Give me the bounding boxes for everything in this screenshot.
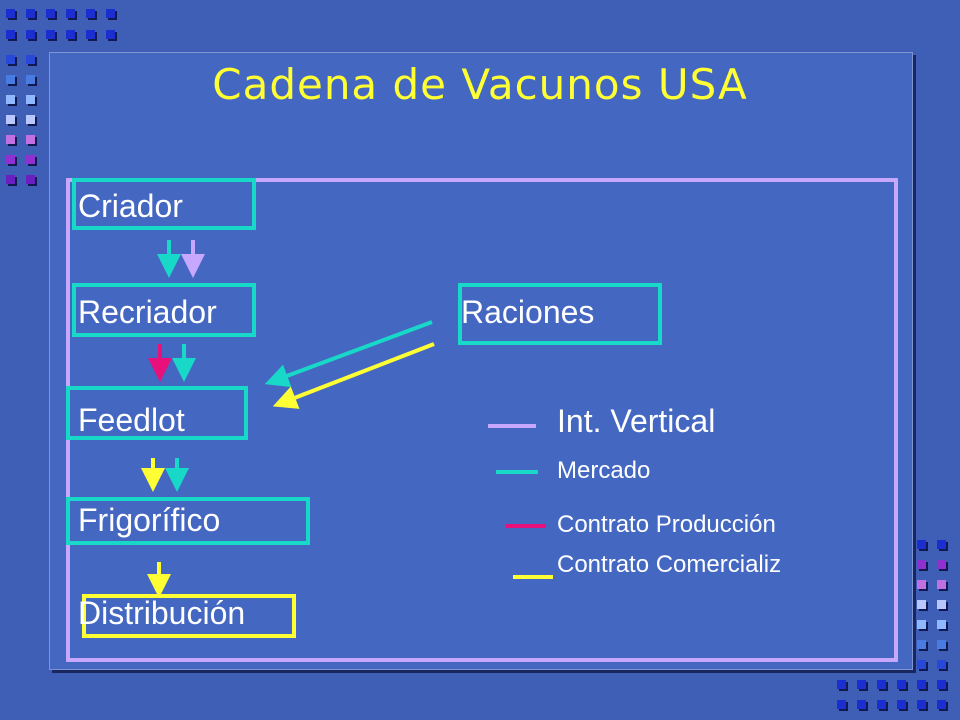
- arrow-raciones-feedlot-contrato-comercializacion: [272, 342, 435, 409]
- legend-swatch-int-vertical: [488, 424, 536, 428]
- node-distribucion-box: [82, 594, 296, 638]
- node-raciones-box: [458, 283, 662, 345]
- legend-swatch-mercado: [496, 470, 538, 474]
- node-feedlot-box: [66, 386, 248, 440]
- legend-contrato-comercializacion: Contrato Comercializ: [557, 551, 782, 578]
- legend-swatch-contrato-comercializacion: [513, 575, 553, 579]
- node-feedlot-label: Feedlot: [78, 402, 185, 438]
- legend-swatch-contrato-produccion: [506, 524, 546, 528]
- legend-mercado: Mercado: [557, 457, 651, 484]
- node-frigorifico-box: [66, 497, 310, 545]
- node-raciones-label: Raciones: [461, 294, 595, 330]
- node-recriador-label: Recriador: [78, 294, 217, 330]
- node-recriador-box: [72, 283, 256, 337]
- node-criador-box: [72, 178, 256, 230]
- node-distribucion-label: Distribución: [78, 595, 246, 631]
- legend-int-vertical: Int. Vertical: [557, 403, 716, 439]
- arrow-raciones-feedlot-mercado: [264, 320, 433, 388]
- slide-title: Cadena de Vacunos USA: [212, 60, 748, 109]
- node-criador-label: Criador: [78, 188, 183, 224]
- node-frigorifico-label: Frigorífico: [78, 502, 221, 538]
- legend-contrato-produccion: Contrato Producción: [557, 511, 776, 538]
- slide-panel: [49, 52, 913, 670]
